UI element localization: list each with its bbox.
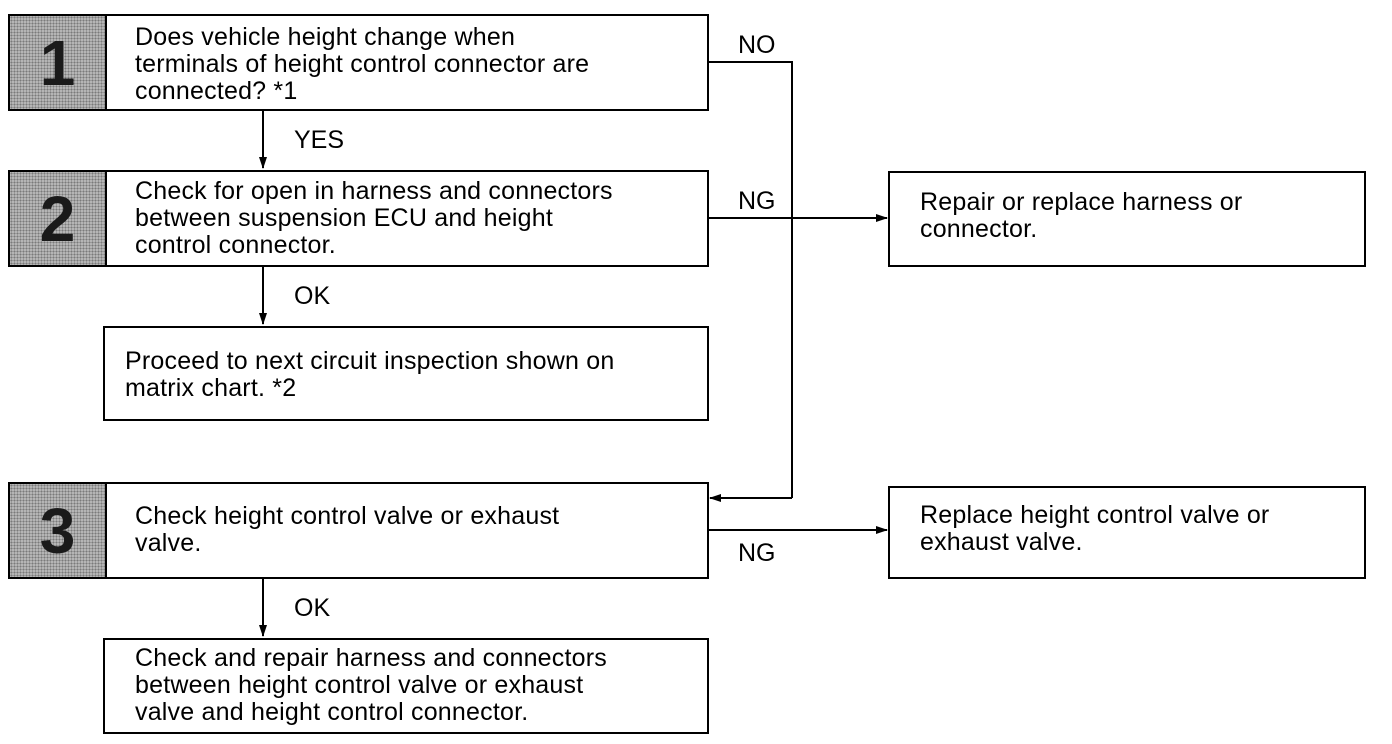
- repair-replace-text: Repair or replace harness or connector.: [920, 188, 1243, 243]
- step-2-text: Check for open in harness and connectors…: [135, 177, 613, 259]
- label-ng-step3: NG: [738, 539, 776, 567]
- no-connector: [709, 61, 793, 498]
- step-number-2: 2: [10, 172, 107, 265]
- step-2-box: 2 Check for open in harness and connecto…: [8, 170, 709, 267]
- step-number-3: 3: [10, 484, 107, 577]
- label-ng-step2: NG: [738, 187, 776, 215]
- step-3-text: Check height control valve or exhaust va…: [135, 502, 560, 557]
- step-1-box: 1 Does vehicle height change when termin…: [8, 14, 709, 111]
- step-number-1: 1: [10, 16, 107, 109]
- replace-valve-text: Replace height control valve or exhaust …: [920, 501, 1270, 556]
- label-ok-step2: OK: [294, 282, 331, 310]
- proceed-box: Proceed to next circuit inspection shown…: [103, 326, 709, 421]
- check-repair-box: Check and repair harness and connectors …: [103, 638, 709, 734]
- step-1-text: Does vehicle height change when terminal…: [135, 23, 590, 105]
- check-repair-text: Check and repair harness and connectors …: [135, 644, 607, 726]
- label-yes: YES: [294, 126, 345, 154]
- replace-valve-box: Replace height control valve or exhaust …: [888, 486, 1366, 579]
- proceed-text: Proceed to next circuit inspection shown…: [125, 347, 615, 402]
- repair-replace-box: Repair or replace harness or connector.: [888, 171, 1366, 267]
- label-ok-step3: OK: [294, 594, 331, 622]
- step-3-box: 3 Check height control valve or exhaust …: [8, 482, 709, 579]
- label-no: NO: [738, 31, 776, 59]
